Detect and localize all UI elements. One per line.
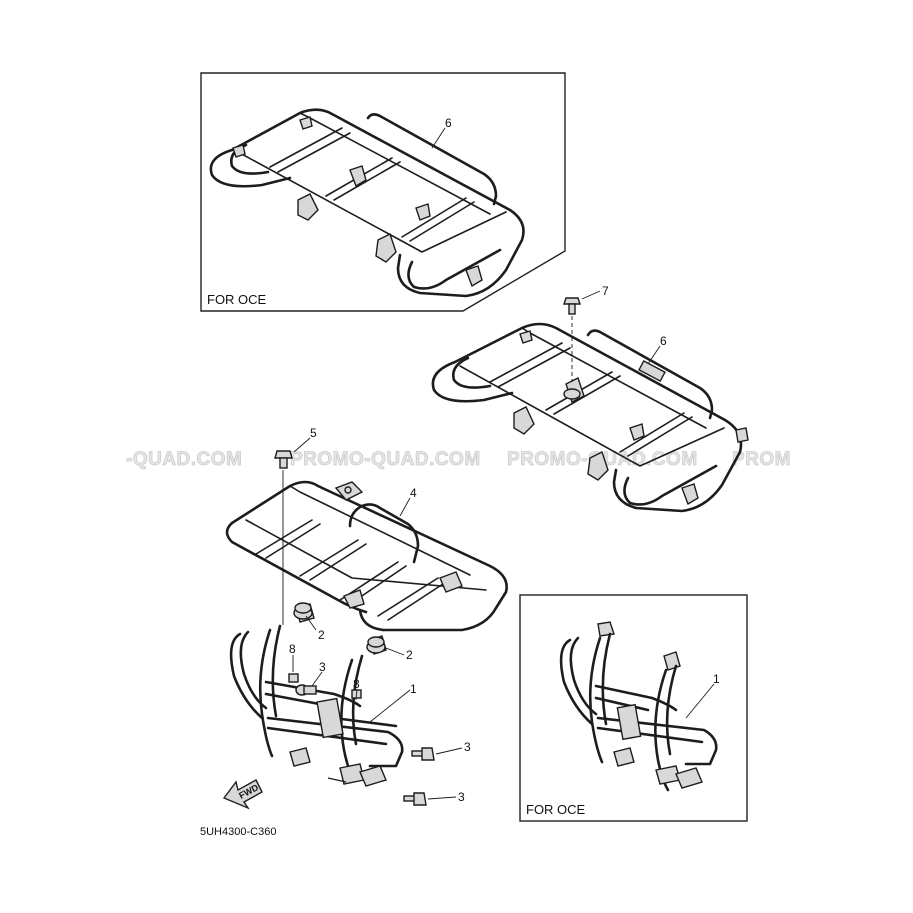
bottom-box-guard-drawing: [559, 621, 718, 792]
top-box-label: FOR OCE: [207, 292, 267, 307]
front-rack-assembly: [225, 450, 508, 632]
bottom-inset-box: FOR OCE 1: [519, 594, 748, 822]
callout-front-guard: 1: [410, 682, 417, 696]
callout-front-bolt: 5: [310, 426, 317, 440]
top-box-rack-drawing: [209, 108, 525, 298]
diagram-code: 5UH4300-C360: [200, 826, 276, 838]
callout-nut-b: 8: [353, 677, 360, 691]
callout-nut-a: 8: [289, 642, 296, 656]
front-guard-assembly: [229, 603, 404, 787]
callout-rear-bolt: 7: [602, 284, 609, 298]
callout-front-rack: 4: [410, 486, 417, 500]
bottom-box-label: FOR OCE: [526, 802, 586, 817]
watermark-4: PROM: [732, 449, 791, 470]
rear-rack-assembly: [431, 297, 749, 513]
grommet-a: [293, 602, 313, 620]
bolt-a: [411, 747, 435, 761]
callout-grommet-a: 2: [318, 628, 325, 642]
callout-top-box-rack: 6: [445, 116, 452, 130]
grommet-b: [366, 636, 386, 654]
callout-box-guard: 1: [713, 672, 720, 686]
bolt-b: [403, 792, 427, 806]
top-inset-box: FOR OCE: [200, 72, 566, 312]
callout-collar: 3: [319, 660, 326, 674]
callout-grommet-b: 2: [406, 648, 413, 662]
watermark-1: -QUAD.COM: [126, 449, 242, 470]
collar: [295, 684, 317, 696]
callout-bolt-a: 3: [464, 740, 471, 754]
nut-a: [288, 673, 299, 683]
fwd-arrow-icon: [222, 779, 263, 810]
callout-bolt-b: 3: [458, 790, 465, 804]
callout-rear-rack: 6: [660, 334, 667, 348]
watermark-2: PROMO-QUAD.COM: [290, 449, 481, 470]
